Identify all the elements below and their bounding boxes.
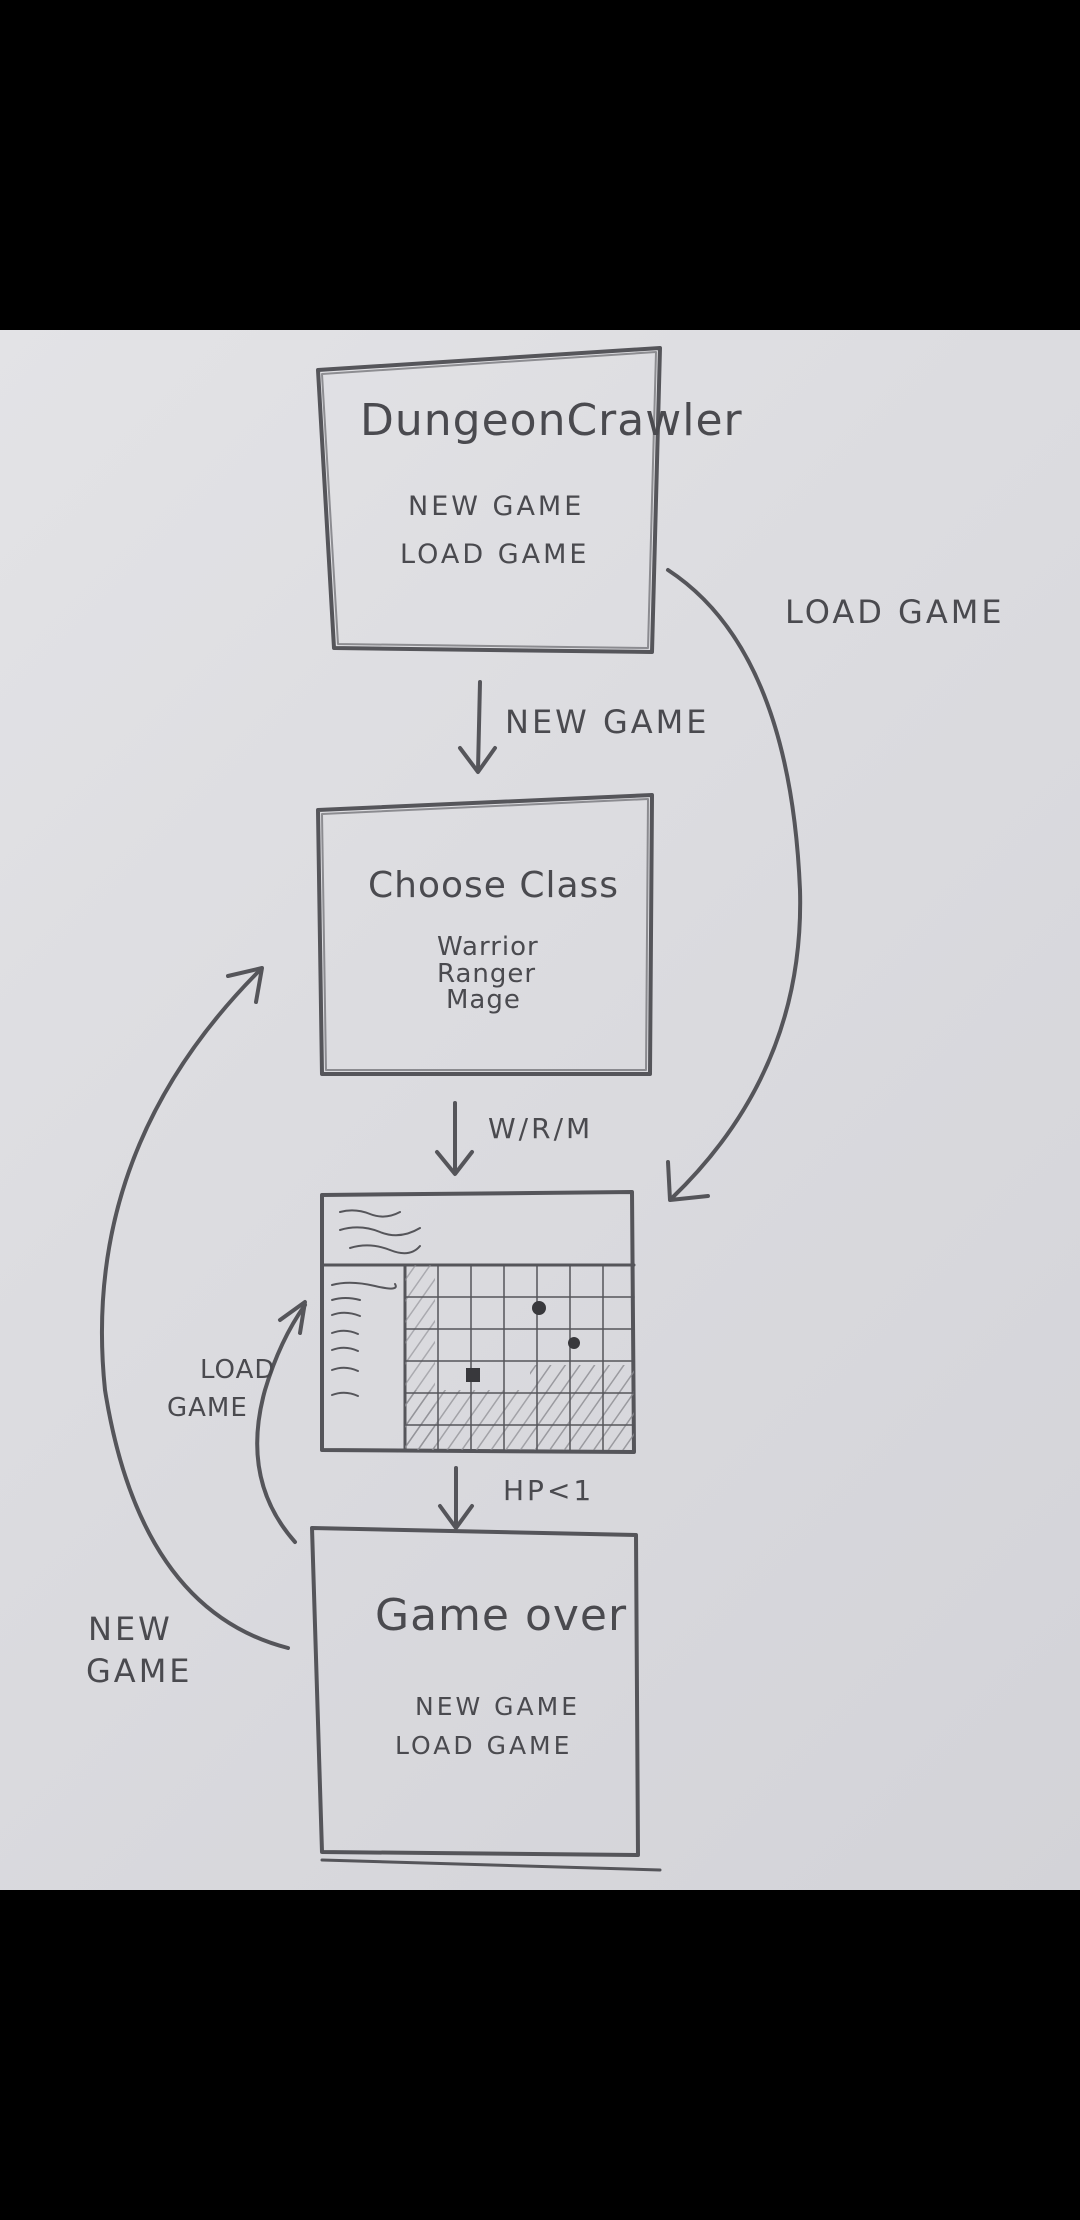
title-new-game-option: NEW GAME <box>408 491 584 522</box>
class-select-screen-box <box>316 793 654 1076</box>
title-screen-box <box>316 346 662 654</box>
player-marker <box>466 1368 480 1382</box>
enemy-marker <box>568 1337 580 1349</box>
enemy-marker <box>532 1301 546 1315</box>
arrow-class-to-game <box>435 1101 474 1176</box>
game-over-load-game-option: LOAD GAME <box>395 1731 572 1760</box>
label-new-game-transition: NEW GAME <box>505 703 709 741</box>
game-sidebar-scribbles <box>331 1281 397 1397</box>
sketch-photo: DungeonCrawler NEW GAME LOAD GAME NEW GA… <box>0 330 1080 1890</box>
game-over-screen-box <box>310 1526 662 1872</box>
arrow-title-to-game <box>666 568 803 1202</box>
label-class-choice-transition: W/R/M <box>488 1112 593 1145</box>
flow-diagram: DungeonCrawler NEW GAME LOAD GAME NEW GA… <box>86 346 1005 1872</box>
arrow-over-to-game <box>255 1300 307 1544</box>
label-load-game-transition: LOAD GAME <box>785 593 1005 631</box>
class-option-warrior: Warrior <box>437 932 539 962</box>
class-option-ranger: Ranger <box>437 959 536 989</box>
label-hp-transition: HP<1 <box>503 1474 594 1507</box>
class-select-heading: Choose Class <box>368 865 619 906</box>
game-map-grid <box>404 1264 635 1451</box>
arrow-over-to-class <box>99 966 290 1650</box>
label-new-game-loop-line1: NEW <box>88 1610 173 1648</box>
title-load-game-option: LOAD GAME <box>400 539 589 570</box>
title-screen-heading: DungeonCrawler <box>360 395 743 446</box>
label-load-game-loop-line2: GAME <box>167 1393 248 1423</box>
game-over-heading: Game over <box>375 1590 627 1641</box>
label-new-game-loop-line2: GAME <box>86 1652 193 1690</box>
game-log-scribbles <box>339 1209 421 1255</box>
arrow-title-to-class <box>458 680 497 774</box>
label-load-game-loop-line1: LOAD <box>200 1355 275 1385</box>
game-over-new-game-option: NEW GAME <box>415 1692 580 1721</box>
class-option-mage: Mage <box>446 985 521 1015</box>
arrow-game-to-over <box>438 1466 474 1530</box>
